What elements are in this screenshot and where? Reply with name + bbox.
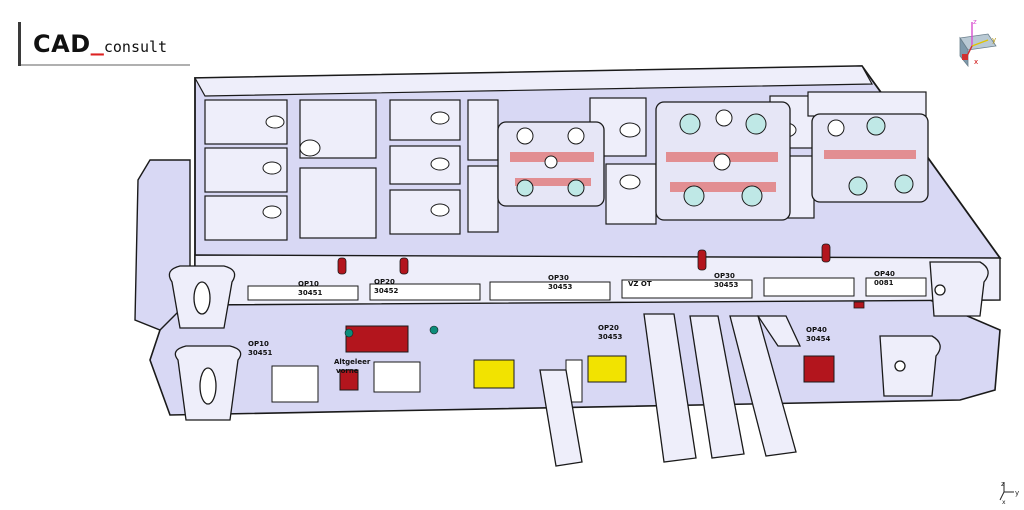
label-op20-lower: OP20	[598, 324, 619, 332]
label-op30-upper-num: 30453	[548, 283, 572, 291]
label-op10-upper-num: 30451	[298, 289, 322, 297]
frame-top-rim	[193, 65, 874, 97]
cad-consult-logo: CAD _ consult	[18, 22, 190, 66]
label-op20-upper: OP20	[374, 278, 395, 286]
label-vorne: vorne	[336, 367, 359, 375]
label-op30-b: OP30	[714, 272, 735, 280]
clamp-plate-3[interactable]	[811, 113, 929, 203]
logo-underscore: _	[90, 31, 104, 56]
label-op30-b-num: 30453	[714, 281, 738, 289]
label-vz-ot: VZ OT	[628, 280, 652, 288]
label-altgeleer: Altgeleer	[334, 358, 371, 366]
teal-indicators	[344, 325, 439, 338]
label-op40-lower-num: 30454	[806, 335, 830, 343]
red-blocks	[339, 325, 835, 391]
compass-icon[interactable]: z y x	[948, 16, 1004, 72]
front-face-openings	[247, 277, 927, 301]
clamp-plate-2[interactable]	[655, 101, 791, 221]
mini-axis-x: x	[1002, 499, 1006, 506]
logo-suffix: consult	[103, 38, 168, 56]
label-op40-lower: OP40	[806, 326, 827, 334]
compass-axis-y: y	[992, 36, 996, 44]
upper-labels: OP10 30451 OP20 30452 OP30 30453 VZ OT O…	[298, 270, 895, 297]
mini-axis-y: y	[1015, 489, 1019, 497]
lower-labels: OP10 30451 Altgeleer vorne OP20 30453 OP…	[248, 324, 830, 375]
compass-axis-x: x	[974, 58, 978, 66]
label-op10-lower-num: 30451	[248, 349, 272, 357]
axis-triad-icon: z y x	[999, 480, 1019, 506]
label-op10-lower: OP10	[248, 340, 269, 348]
label-op20-upper-num: 30452	[374, 287, 398, 295]
yellow-blocks	[473, 355, 627, 389]
label-op10-upper: OP10	[298, 280, 319, 288]
right-clamp-assembly[interactable]	[879, 261, 989, 397]
left-clamp-assembly[interactable]	[168, 265, 242, 421]
logo-brand: CAD	[33, 30, 91, 58]
compass-axis-z: z	[973, 18, 977, 26]
label-op40-upper-num: 0081	[874, 279, 894, 287]
mini-axis-z: z	[1001, 480, 1005, 488]
label-op20-lower-num: 30453	[598, 333, 622, 341]
label-op40-upper: OP40	[874, 270, 895, 278]
extending-rails[interactable]	[539, 313, 802, 467]
clamp-plate-1[interactable]	[497, 121, 605, 207]
label-op30-upper: OP30	[548, 274, 569, 282]
red-locating-pins	[337, 243, 865, 309]
